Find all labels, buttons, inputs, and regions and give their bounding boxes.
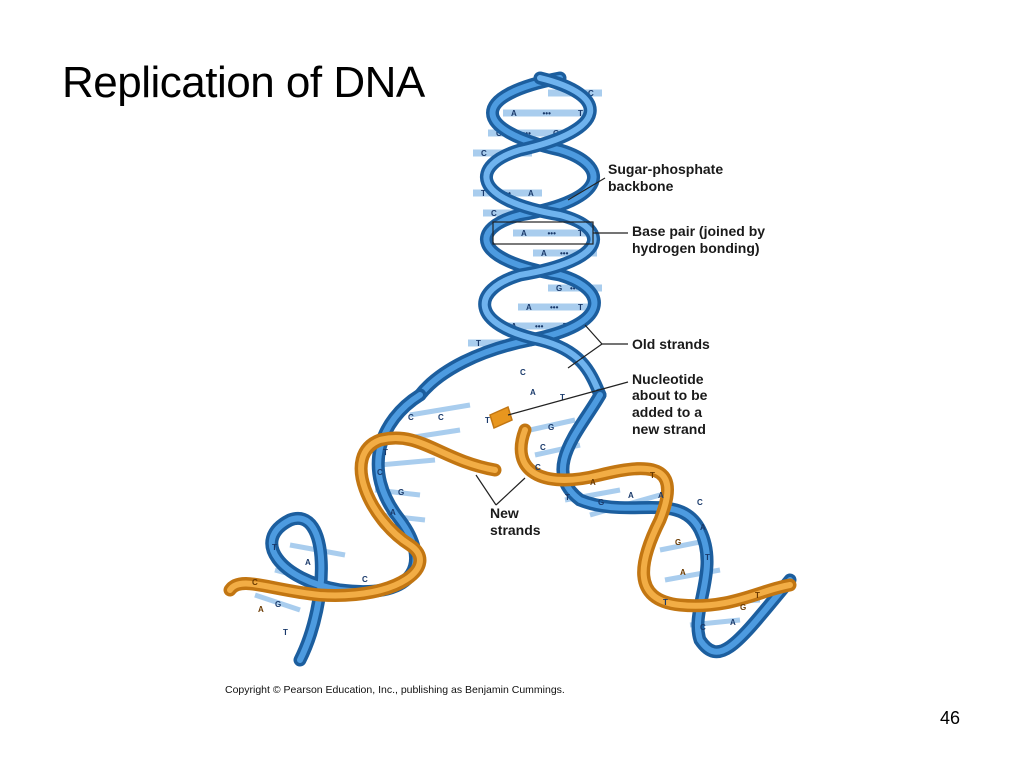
base-letter: A <box>511 109 517 118</box>
svg-text:G: G <box>275 600 281 609</box>
base-letter: C <box>588 89 594 98</box>
base-letter: T <box>481 189 486 198</box>
base-letter: T <box>578 303 583 312</box>
svg-text:T: T <box>485 416 490 425</box>
svg-text:C: C <box>520 368 526 377</box>
hydrogen-bond-dots: ••• <box>523 129 532 138</box>
svg-text:C: C <box>700 623 706 632</box>
svg-text:A: A <box>658 491 664 500</box>
hydrogen-bond-dots: ••• <box>570 284 579 293</box>
svg-text:C: C <box>438 413 444 422</box>
label-old-strands: Old strands <box>632 336 710 352</box>
svg-text:A: A <box>590 478 596 487</box>
base-letter: T <box>476 339 481 348</box>
svg-text:C: C <box>697 498 703 507</box>
svg-text:A: A <box>700 523 706 532</box>
svg-text:T: T <box>705 553 710 562</box>
svg-text:A: A <box>305 558 311 567</box>
svg-text:C: C <box>540 443 546 452</box>
right-daughter-helix: C A T G C C T A G A T A C G A A T T G T … <box>514 368 797 659</box>
copyright-notice: Copyright © Pearson Education, Inc., pub… <box>225 684 565 696</box>
svg-text:G: G <box>548 423 554 432</box>
base-letter: A <box>526 303 532 312</box>
base-letter: A <box>528 189 534 198</box>
slide-title: Replication of DNA <box>62 58 425 107</box>
hydrogen-bond-dots: ••• <box>550 303 559 312</box>
svg-text:T: T <box>283 628 288 637</box>
svg-text:C: C <box>377 468 383 477</box>
svg-text:T: T <box>663 598 668 607</box>
label-sugar-phosphate-backbone: Sugar-phosphate backbone <box>608 161 727 194</box>
svg-text:C: C <box>408 413 414 422</box>
svg-text:G: G <box>675 538 681 547</box>
svg-text:A: A <box>730 618 736 627</box>
svg-text:A: A <box>680 568 686 577</box>
svg-text:G: G <box>740 603 746 612</box>
base-letter: T <box>578 109 583 118</box>
base-letter: A <box>521 229 527 238</box>
base-letter: G <box>556 284 562 293</box>
hydrogen-bond-dots: ••• <box>560 249 569 258</box>
base-letter: T <box>578 229 583 238</box>
hydrogen-bond-dots: ••• <box>535 322 544 331</box>
svg-text:G: G <box>598 498 604 507</box>
svg-text:A: A <box>628 491 634 500</box>
left-daughter-helix: C C T C G A T A C C G A T <box>223 388 502 667</box>
svg-text:A: A <box>390 508 396 517</box>
base-letter: C <box>491 209 497 218</box>
svg-text:T: T <box>755 591 760 600</box>
svg-text:A: A <box>530 388 536 397</box>
svg-text:C: C <box>252 578 258 587</box>
svg-text:A: A <box>258 605 264 614</box>
free-nucleotide: T <box>485 405 513 430</box>
leader-lines <box>475 177 629 506</box>
svg-text:T: T <box>650 471 655 480</box>
hydrogen-bond-dots: ••• <box>543 109 552 118</box>
svg-text:C: C <box>535 463 541 472</box>
label-base-pair: Base pair (joined by hydrogen bonding) <box>632 223 769 256</box>
svg-text:G: G <box>398 488 404 497</box>
svg-text:T: T <box>565 493 570 502</box>
svg-text:T: T <box>272 543 277 552</box>
page-number: 46 <box>940 708 961 728</box>
svg-text:T: T <box>560 393 565 402</box>
svg-text:C: C <box>362 575 368 584</box>
label-new-strands: New strands <box>490 505 541 538</box>
base-letter: C <box>481 149 487 158</box>
base-letter: A <box>541 249 547 258</box>
svg-text:T: T <box>383 448 388 457</box>
label-nucleotide: Nucleotide about to be added to a new st… <box>632 371 711 437</box>
hydrogen-bond-dots: ••• <box>548 229 557 238</box>
